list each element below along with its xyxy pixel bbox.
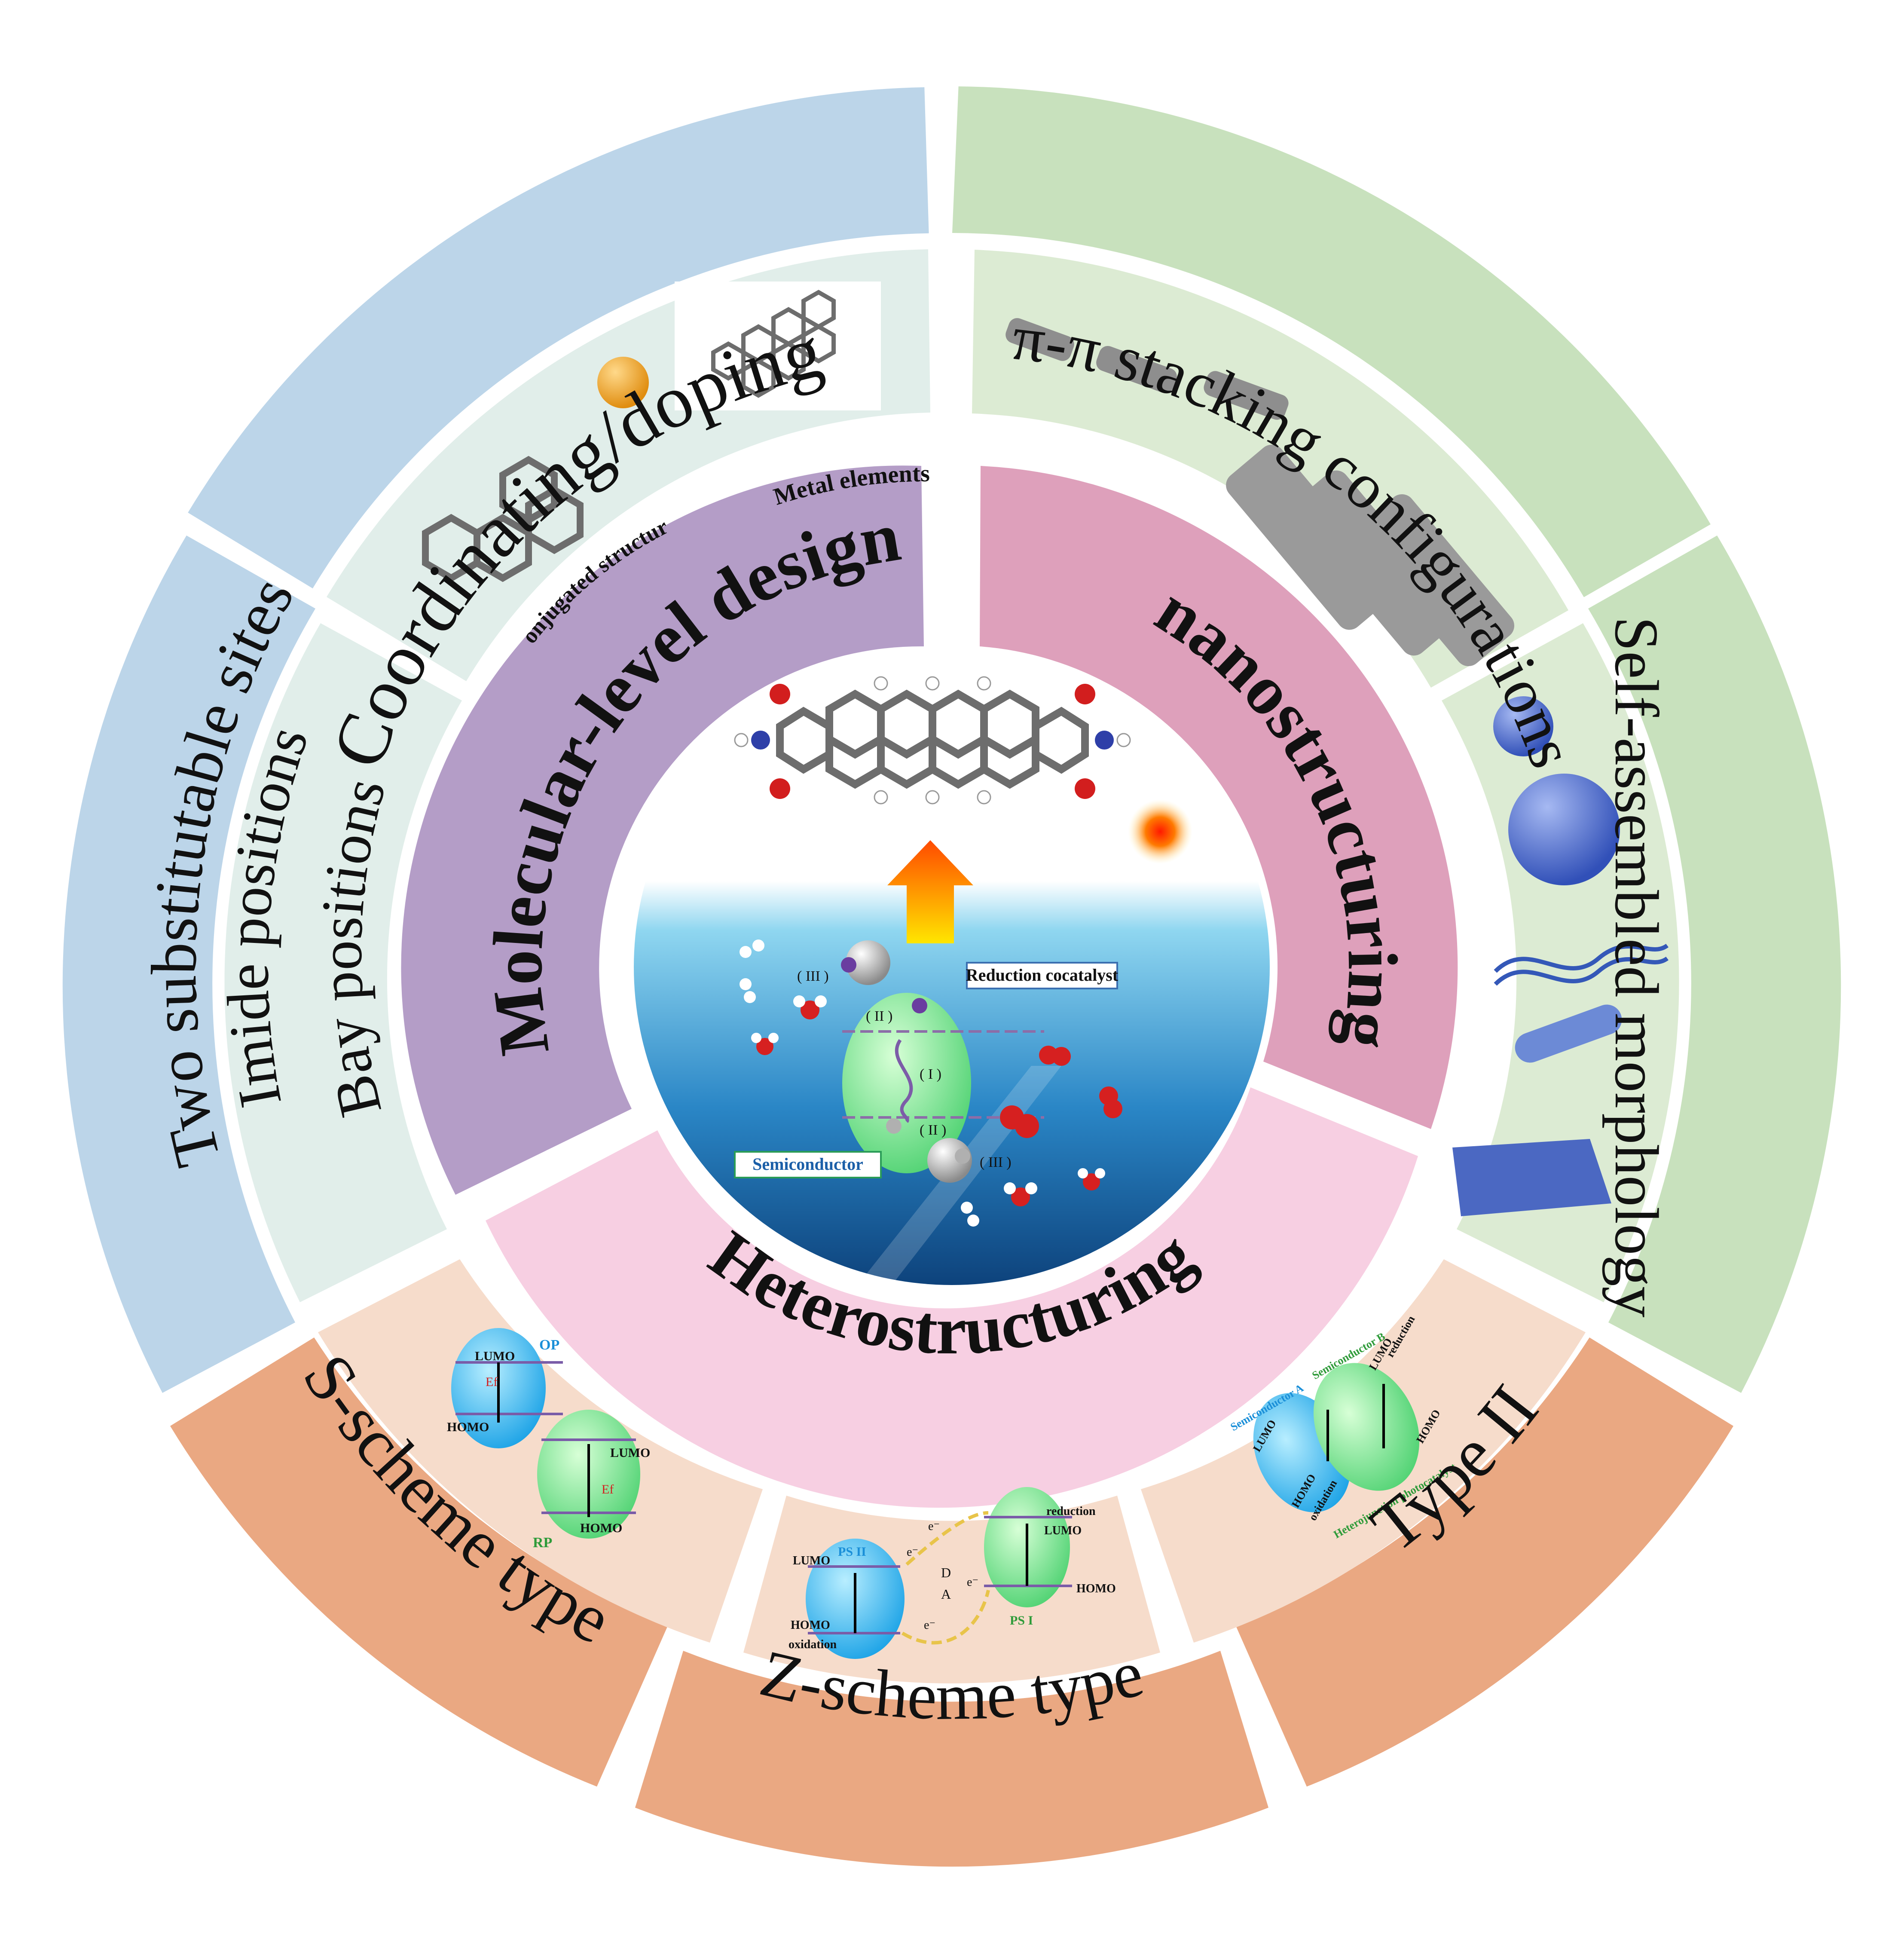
z-lumo-right: LUMO [1044, 1524, 1082, 1537]
z-d: D [941, 1565, 951, 1580]
z-e4: e⁻ [924, 1619, 935, 1632]
step-iii-bottom: ( III ) [980, 1154, 1012, 1170]
s-op: OP [539, 1337, 559, 1353]
step-ii-top: ( II ) [866, 1008, 892, 1024]
z-ps1: PS I [1010, 1613, 1033, 1628]
z-e2: e⁻ [928, 1520, 940, 1533]
pdi-molecule-icon [776, 689, 1089, 789]
inner-ring [401, 465, 1458, 1508]
outer-ring [62, 86, 1841, 1867]
step-i: ( I ) [920, 1066, 941, 1082]
nanotube-icon [1515, 1004, 1622, 1063]
pdi-atoms [734, 676, 1131, 805]
nanosphere-icon [1493, 696, 1553, 756]
nanowire-icon [1494, 943, 1669, 973]
s-lumo-right: LUMO [610, 1446, 650, 1460]
sector-coordinating [188, 87, 929, 589]
z-reduction: reduction [1046, 1505, 1096, 1518]
sector-positions [224, 623, 462, 1302]
sector-type-ii [1236, 1337, 1733, 1787]
nanosheet-icon [1452, 1139, 1611, 1216]
sector-two-sites [62, 536, 316, 1393]
z-homo-left: HOMO [791, 1619, 830, 1632]
s-homo-right: HOMO [580, 1521, 622, 1535]
z-e1: e⁻ [907, 1545, 918, 1559]
conjugated-molecule-icon [422, 456, 584, 582]
z-oxidation: oxidation [788, 1638, 837, 1651]
sector-nano [980, 466, 1458, 1129]
sector-morphology-images [1442, 623, 1679, 1302]
s-ef-right: Ef [602, 1482, 614, 1496]
reduction-cocatalyst-box [966, 962, 1118, 989]
semiconductor-box [734, 1151, 882, 1178]
z-homo-right: HOMO [1076, 1582, 1116, 1595]
z-e3: e⁻ [967, 1576, 978, 1589]
s-ef-left: Ef [486, 1375, 498, 1389]
sector-z-scheme [635, 1651, 1268, 1867]
metal-molecule-panel [675, 282, 881, 410]
center-scene: Reduction cocatalyst Semiconductor ( III… [634, 649, 1270, 1285]
stacking-molecules-icon [1005, 318, 1515, 667]
label-self-assembled: Self-assembled morphology [1602, 617, 1671, 1318]
t2-ellipse-right [1313, 1363, 1420, 1491]
sector-stacking [952, 86, 1711, 597]
sector-hetero [486, 1087, 1418, 1508]
s-lumo-left: LUMO [475, 1349, 515, 1363]
z-a: A [941, 1586, 951, 1602]
water-molecules [740, 939, 1122, 1227]
s-homo-left: HOMO [447, 1420, 489, 1434]
s-rp: RP [533, 1535, 552, 1551]
sector-s-scheme [170, 1337, 668, 1787]
step-iii-top: ( III ) [797, 968, 829, 984]
up-arrow-icon [887, 840, 973, 943]
sector-s-scheme-diagram [318, 1259, 763, 1643]
cocatalyst-top [846, 940, 890, 985]
s-scheme-diagram: LUMO HOMO LUMO HOMO OP RP Ef Ef [447, 1328, 650, 1551]
semiconductor-particle [842, 993, 971, 1173]
metal-ball-icon [597, 357, 649, 408]
z-ps2: PS II [838, 1545, 866, 1559]
metal-molecule-icon [711, 290, 836, 398]
nanoflower-icon [1508, 774, 1620, 885]
step-ii-bottom: ( II ) [920, 1122, 946, 1138]
reduction-cocatalyst-label: Reduction cocatalyst [966, 965, 1119, 985]
semiconductor-label: Semiconductor [752, 1154, 863, 1174]
z-scheme-diagram: PS II PS I LUMO HOMO LUMO HOMO reduction… [788, 1487, 1116, 1659]
morphology-icons [1452, 696, 1669, 1216]
z-lumo-left: LUMO [793, 1554, 830, 1567]
sector-self-assembled [1588, 536, 1841, 1393]
sun-icon [1128, 799, 1192, 864]
sector-molecular [401, 465, 924, 1195]
